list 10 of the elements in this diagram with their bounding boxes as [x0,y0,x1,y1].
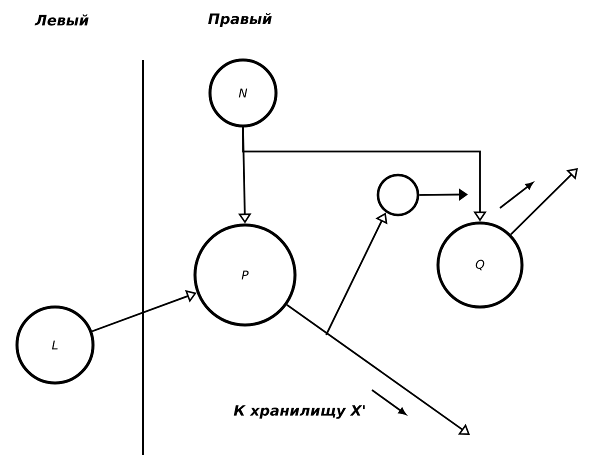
circle-node: P [194,224,296,326]
circle-node: Q [436,222,524,308]
circle-node: L [16,306,94,384]
side-label: Правый [208,13,272,27]
edge-label: К хранилищу X' [232,404,368,420]
small-circle [376,174,420,216]
connector-line [510,168,578,236]
connector-line [286,304,470,435]
circle-node: N [208,58,278,128]
side-label: Левый [34,14,89,26]
